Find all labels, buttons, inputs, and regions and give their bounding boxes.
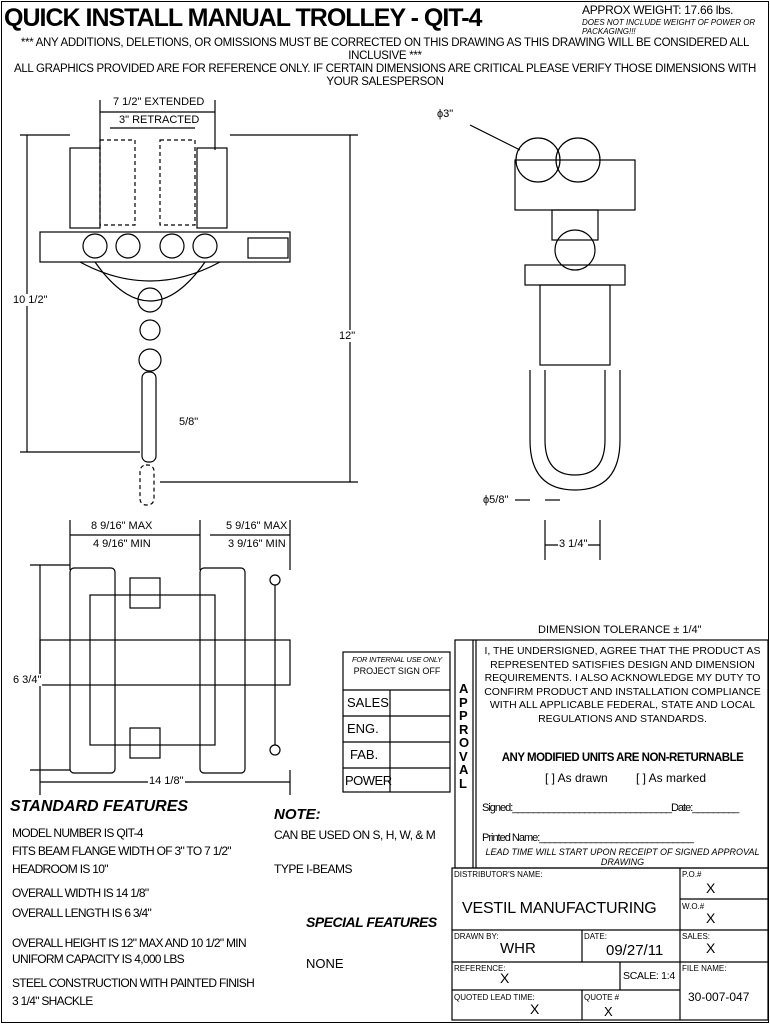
file-name-label: FILE NAME: — [682, 964, 727, 973]
feature-item: OVERALL WIDTH IS 14 1/8" — [12, 886, 149, 900]
non-returnable-notice: ANY MODIFIED UNITS ARE NON-RETURNABLE — [501, 752, 744, 764]
lead-time-notice: LEAD TIME WILL START UPON RECEIPT OF SIG… — [485, 847, 760, 867]
warning-inclusive: *** ANY ADDITIONS, DELETIONS, OR OMISSIO… — [20, 37, 750, 62]
top-view — [30, 520, 291, 795]
dim-rod: ϕ5/8" — [482, 494, 510, 506]
note-line1: CAN BE USED ON S, H, W, & M — [274, 828, 436, 842]
weight-note: DOES NOT INCLUDE WEIGHT OF POWER OR PACK… — [582, 18, 756, 36]
sales-value: X — [706, 940, 716, 956]
note-line2: TYPE I-BEAMS — [274, 862, 353, 876]
approx-weight: APPROX WEIGHT: 17.66 lbs. — [582, 3, 734, 17]
file-name-value: 30-007-047 — [688, 990, 750, 1004]
dim-height-min: 10 1/2" — [12, 294, 49, 306]
dim-retracted: 3" RETRACTED — [118, 114, 201, 126]
feature-item: 3 1/4" SHACKLE — [12, 994, 93, 1008]
signoff-eng: ENG. — [347, 721, 379, 736]
signoff-power: POWER — [345, 773, 392, 788]
dim-wheel: ϕ3" — [436, 108, 455, 120]
front-view — [20, 100, 358, 506]
approval-statement: I, THE UNDERSIGNED, AGREE THAT THE PRODU… — [484, 645, 761, 725]
po-value: X — [706, 880, 716, 896]
date-label: DATE: — [584, 932, 607, 941]
quote-label: QUOTE # — [584, 993, 620, 1002]
dim-height-max: 12" — [338, 330, 357, 342]
dim-min1: 4 9/16" MIN — [92, 538, 152, 550]
feature-item: STEEL CONSTRUCTION WITH PAINTED FINISH — [12, 976, 255, 990]
warning-reference: ALL GRAPHICS PROVIDED ARE FOR REFERENCE … — [13, 63, 757, 88]
dim-min2: 3 9/16" MIN — [227, 538, 287, 550]
special-features-value: NONE — [306, 956, 344, 971]
quoted-lead-time-value: X — [530, 1001, 540, 1017]
dim-top-height: 6 3/4" — [12, 674, 43, 686]
feature-item: OVERALL LENGTH IS 6 3/4" — [12, 906, 152, 920]
date-value: 09/27/11 — [606, 942, 664, 959]
dim-max2: 5 9/16" MAX — [225, 520, 289, 532]
quote-value: X — [604, 1004, 613, 1019]
feature-item: UNIFORM CAPACITY IS 4,000 LBS — [12, 952, 185, 966]
quoted-lead-time-label: QUOTED LEAD TIME: — [454, 993, 535, 1002]
feature-item: OVERALL HEIGHT IS 12" MAX AND 10 1/2" MI… — [12, 936, 247, 950]
special-features-title: SPECIAL FEATURES — [306, 914, 437, 930]
distributor-label: DISTRIBUTOR'S NAME: — [454, 870, 543, 879]
wo-label: W.O.# — [682, 902, 705, 911]
as-drawn-checkbox[interactable]: [ ] As drawn — [545, 771, 608, 785]
dimension-tolerance: DIMENSION TOLERANCE ± 1/4" — [538, 624, 702, 636]
dim-chain: 5/8" — [178, 416, 200, 428]
po-label: P.O.# — [682, 870, 702, 879]
printed-name-field[interactable]: Printed Name:___________________________… — [482, 832, 694, 844]
signoff-internal: FOR INTERNAL USE ONLY — [352, 655, 442, 664]
drawn-by-label: DRAWN BY: — [454, 932, 499, 941]
feature-item: HEADROOM IS 10" — [12, 862, 108, 876]
reference-value: X — [500, 970, 510, 986]
note-title: NOTE: — [274, 806, 321, 823]
dim-extended: 7 1/2" EXTENDED — [112, 96, 206, 108]
signoff-sales: SALES — [347, 695, 389, 710]
feature-item: MODEL NUMBER IS QIT-4 — [12, 826, 144, 840]
signoff-fab: FAB. — [350, 747, 379, 762]
reference-label: REFERENCE: — [454, 964, 506, 973]
dim-top-width: 14 1/8" — [148, 775, 185, 787]
dim-max1: 8 9/16" MAX — [90, 520, 154, 532]
distributor-name: VESTIL MANUFACTURING — [462, 900, 657, 917]
signed-date-field[interactable]: Signed:_______________________________Da… — [482, 802, 739, 814]
as-marked-checkbox[interactable]: [ ] As marked — [636, 771, 707, 785]
approval-vertical-label: APPROVAL — [459, 681, 470, 791]
standard-features-title: STANDARD FEATURES — [10, 798, 189, 815]
drawn-by-value: WHR — [500, 940, 536, 957]
sales-label: SALES: — [682, 932, 711, 941]
feature-item: FITS BEAM FLANGE WIDTH OF 3" TO 7 1/2" — [12, 844, 232, 858]
dim-side-width: 3 1/4" — [558, 538, 589, 550]
signoff-title: PROJECT SIGN OFF — [353, 666, 441, 676]
wo-value: X — [706, 910, 716, 926]
scale: SCALE: 1:4 — [623, 970, 675, 982]
signoff-header: FOR INTERNAL USE ONLY PROJECT SIGN OFF — [344, 655, 450, 677]
page-title: QUICK INSTALL MANUAL TROLLEY - QIT-4 — [4, 4, 482, 32]
